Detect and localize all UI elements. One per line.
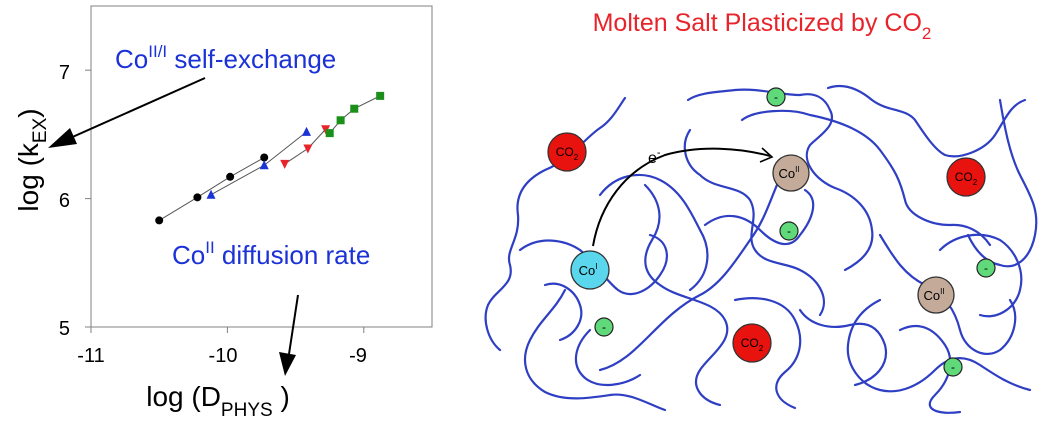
- data-point: [193, 193, 202, 202]
- polymer-chain: [846, 298, 1032, 393]
- polymer-chain: [686, 88, 874, 272]
- svg-text:CoI: CoI: [579, 262, 598, 278]
- series-line: [210, 131, 307, 196]
- data-point: [155, 216, 164, 225]
- data-markers: [155, 91, 385, 225]
- data-point: [226, 172, 235, 181]
- series-line: [329, 95, 381, 134]
- svg-text:-: -: [774, 90, 778, 104]
- anion: -: [779, 221, 799, 241]
- series-line: [158, 157, 265, 221]
- chart: -11 -10 -9 5 6 7 log (DPHYS ) log (kEX) …: [13, 5, 433, 421]
- y-tick-label: 5: [59, 318, 70, 340]
- series-lines: [158, 95, 381, 221]
- self-exchange-annotation: CoII/I self-exchange: [115, 42, 336, 74]
- polymer-chain: [518, 233, 668, 296]
- anion: -: [943, 357, 963, 377]
- y-tick-label: 6: [59, 190, 70, 212]
- co2-molecule: CO2: [547, 132, 587, 172]
- data-point: [206, 189, 216, 199]
- x-tick-label: -11: [77, 345, 104, 367]
- polymer-chain: [740, 109, 992, 247]
- x-tick-label: -9: [349, 345, 367, 367]
- svg-text:-: -: [951, 360, 955, 374]
- svg-text:CO2: CO2: [556, 145, 579, 162]
- illustration-title: Molten Salt Plasticized by CO2: [593, 9, 932, 43]
- data-point: [350, 104, 359, 113]
- x-tick-label: -10: [209, 345, 238, 367]
- data-point: [336, 116, 345, 125]
- data-point: [259, 160, 269, 170]
- polymer-chain: [733, 297, 802, 410]
- co-i-complex: CoI: [570, 250, 610, 290]
- co-ii-complex: CoII: [917, 276, 955, 314]
- electron-label: e-: [648, 147, 661, 167]
- data-point: [321, 125, 331, 135]
- y-axis-label: log (kEX): [13, 108, 51, 211]
- co-ii-complex: CoII: [772, 154, 810, 192]
- anion: -: [766, 87, 786, 107]
- anion: -: [976, 258, 996, 278]
- arrow-to-y-axis: [48, 77, 206, 148]
- svg-text:-: -: [787, 224, 791, 238]
- polymer-chain: [826, 84, 1027, 158]
- polymer-chains: [484, 84, 1038, 414]
- svg-text:CoII: CoII: [923, 287, 944, 303]
- electron-transfer-arrow: e-: [592, 147, 774, 247]
- axis-ticks: [85, 69, 365, 333]
- polymer-chain: [798, 308, 888, 387]
- y-tick-label: 7: [59, 62, 70, 84]
- polymer-chain: [523, 288, 667, 412]
- data-point: [260, 153, 269, 162]
- polymer-chain: [643, 183, 729, 407]
- svg-text:-: -: [984, 261, 988, 275]
- data-point: [280, 159, 290, 169]
- anion: -: [594, 317, 614, 337]
- svg-text:CO2: CO2: [741, 336, 764, 353]
- polymer-chain: [703, 188, 815, 246]
- polymer-chain: [484, 96, 627, 352]
- x-axis-label: log (DPHYS ): [146, 381, 290, 421]
- co2-molecule: CO2: [732, 323, 772, 363]
- molten-salt-illustration: Molten Salt Plasticized by CO2: [484, 9, 1038, 414]
- svg-text:-: -: [602, 320, 606, 334]
- co2-molecule: CO2: [946, 157, 986, 197]
- data-point: [303, 144, 313, 154]
- data-point: [325, 129, 334, 138]
- polymer-chain: [598, 176, 782, 372]
- polymer-chain: [598, 173, 709, 292]
- polymer-chain: [574, 328, 642, 387]
- polymer-chain: [683, 128, 826, 317]
- data-point: [376, 91, 385, 100]
- data-point: [302, 126, 312, 136]
- arrow-to-x-axis: [279, 294, 299, 376]
- polymer-chain: [878, 233, 1017, 356]
- svg-text:CO2: CO2: [955, 170, 978, 187]
- plot-frame: [90, 5, 433, 328]
- polymer-chain: [938, 233, 1023, 318]
- svg-text:CoII: CoII: [778, 165, 799, 181]
- diffusion-annotation: CoII diffusion rate: [172, 238, 370, 270]
- polymer-chain: [543, 282, 583, 342]
